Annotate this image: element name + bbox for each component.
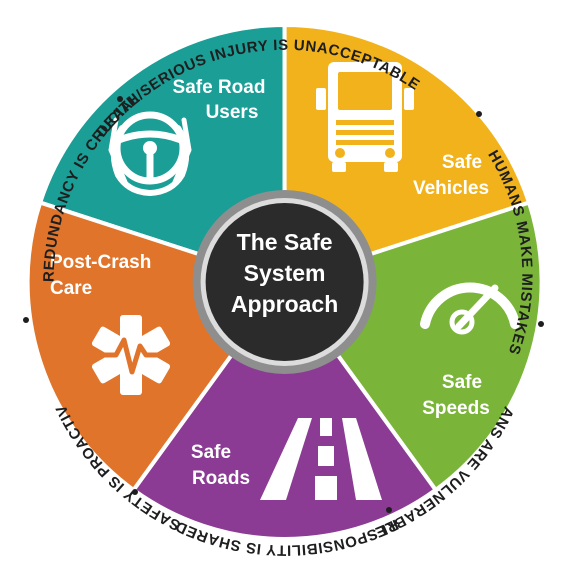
- ring-separator-dot: [538, 321, 544, 327]
- ring-separator-dot: [117, 96, 123, 102]
- label-safe-road-users-1: Safe Road: [173, 77, 266, 98]
- label-safe-roads-2: Roads: [192, 468, 250, 489]
- ring-separator-dot: [476, 111, 482, 117]
- label-post-crash-care-1: Post-Crash: [50, 252, 151, 273]
- steering-wheel-hands-icon: [108, 111, 192, 196]
- center-title-line-2: System: [244, 260, 326, 286]
- label-post-crash-care-2: Care: [50, 278, 92, 299]
- label-safe-speeds-2: Speeds: [422, 398, 490, 419]
- center-disc: [205, 203, 364, 361]
- label-safe-road-users-2: Users: [206, 102, 259, 123]
- ring-separator-dot: [23, 317, 29, 323]
- center-title-line-1: The Safe: [237, 229, 333, 255]
- road-icon: [260, 418, 382, 500]
- label-safe-vehicles-1: Safe: [442, 152, 482, 173]
- label-safe-roads-1: Safe: [191, 442, 231, 463]
- speedometer-icon: [420, 282, 520, 335]
- ring-separator-dot: [386, 507, 392, 513]
- medical-star-icon: [91, 315, 171, 395]
- label-safe-speeds-1: Safe: [442, 372, 482, 393]
- label-safe-vehicles-2: Vehicles: [413, 178, 489, 199]
- ring-separator-dot: [132, 489, 138, 495]
- truck-icon: [316, 62, 414, 172]
- center-title-line-3: Approach: [231, 291, 338, 317]
